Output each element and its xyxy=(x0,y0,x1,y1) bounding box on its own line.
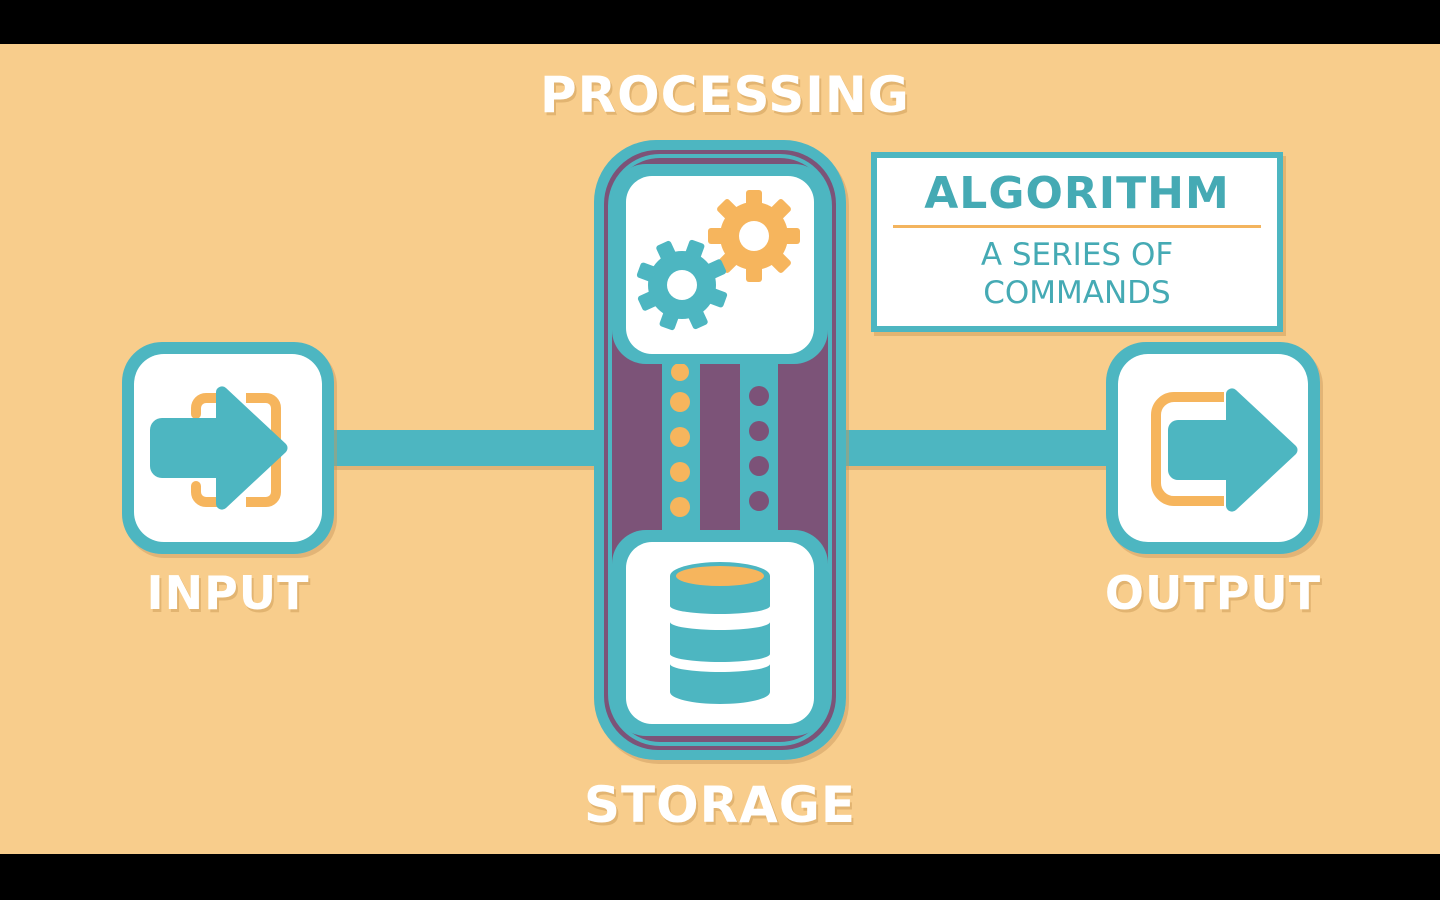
enter-arrow-icon xyxy=(150,386,288,510)
connector-processing-output xyxy=(830,430,1120,466)
algorithm-subtitle-line1: A SERIES OF xyxy=(980,237,1174,273)
processing-label: PROCESSING xyxy=(540,66,910,124)
data-dot xyxy=(670,392,690,412)
input-label: INPUT xyxy=(146,566,310,620)
input-node xyxy=(122,342,334,554)
storage-label: STORAGE xyxy=(583,776,856,834)
data-dot xyxy=(749,491,769,511)
callout-divider xyxy=(893,225,1261,228)
data-flow-channel-up xyxy=(740,360,778,540)
algorithm-subtitle-line2: COMMANDS xyxy=(983,275,1171,311)
algorithm-callout: ALGORITHM A SERIES OF COMMANDS xyxy=(871,152,1283,332)
database-icon xyxy=(670,562,770,704)
data-dot xyxy=(670,427,690,447)
gear-icon xyxy=(636,239,728,331)
processing-node xyxy=(612,164,828,364)
data-dot xyxy=(749,421,769,441)
output-label: OUTPUT xyxy=(1104,566,1322,620)
diagram-graphics xyxy=(122,140,1320,760)
diagram-canvas: PROCESSING INPUT OUTPUT STORAGE ALGORITH… xyxy=(0,44,1440,854)
data-flow-channel-down xyxy=(662,360,700,540)
data-dot xyxy=(671,363,689,381)
algorithm-title: ALGORITHM xyxy=(924,168,1230,219)
data-dot xyxy=(749,386,769,406)
output-node xyxy=(1106,342,1320,554)
data-dot xyxy=(670,462,690,482)
exit-arrow-icon xyxy=(1151,388,1298,512)
gear-icon xyxy=(708,190,800,282)
data-dot xyxy=(670,497,690,517)
connector-input-processing xyxy=(320,430,610,466)
storage-node xyxy=(612,530,828,736)
data-dot xyxy=(749,456,769,476)
